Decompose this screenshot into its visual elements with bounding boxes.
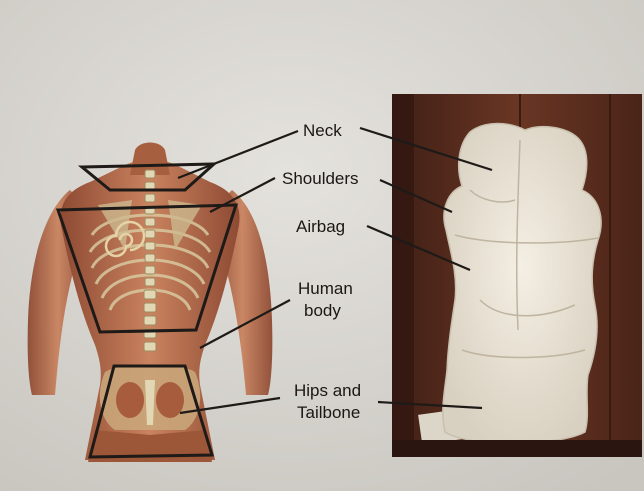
spine: [144, 170, 156, 351]
label-human-body-line1: Human: [298, 279, 353, 298]
label-human-body-line2: body: [304, 301, 341, 320]
pelvis: [100, 365, 200, 431]
airbag-photo: [392, 94, 642, 457]
label-airbag: Airbag: [296, 217, 345, 236]
label-hips-line2: Tailbone: [297, 403, 360, 422]
label-hips-line1: Hips and: [294, 381, 361, 400]
label-neck: Neck: [303, 121, 342, 140]
airbag-shape: [443, 124, 601, 444]
label-shoulders: Shoulders: [282, 169, 359, 188]
